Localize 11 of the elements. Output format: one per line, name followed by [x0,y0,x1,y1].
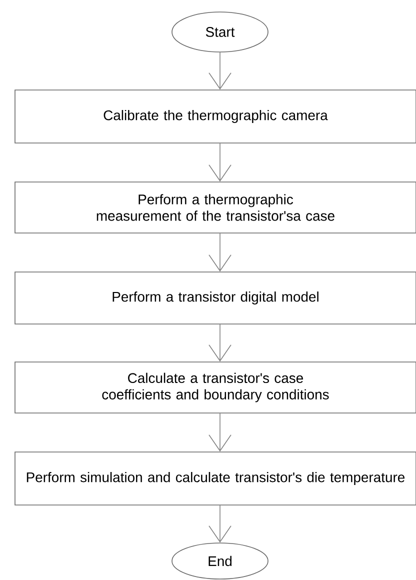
process-box: Calibrate the thermographic camera [14,90,416,144]
process-box: Perform simulation and calculate transistor's die temperature [14,452,416,506]
arrow [208,324,232,362]
arrow [208,233,232,272]
process-box: Calculate a transistor's case coefficients and boundary conditions [14,362,416,414]
process-box: Perform a transistor digital model [14,272,416,324]
arrow [208,505,232,543]
arrow [208,413,232,452]
arrow [208,143,232,182]
arrow [208,52,232,90]
process-box: Perform a thermographic measurement of the transistor'sa case [14,182,416,234]
